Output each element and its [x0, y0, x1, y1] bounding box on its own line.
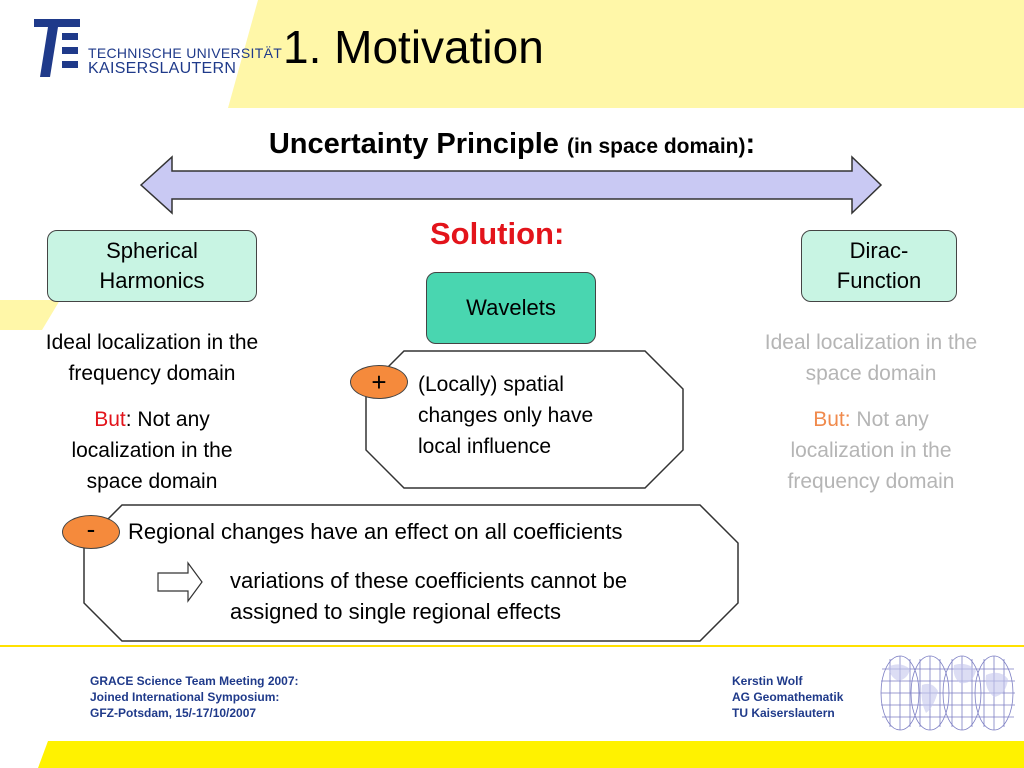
- spherical-harmonics-box: Spherical Harmonics: [47, 230, 257, 302]
- subtitle-main: Uncertainty Principle: [268, 128, 559, 160]
- implies-text-line-1: variations of these coefficients cannot …: [230, 568, 628, 593]
- subtitle: Uncertainty Principle (in space domain):: [0, 128, 1024, 161]
- wavelets-box: Wavelets: [426, 272, 596, 344]
- footer-right-line-2: AG Geomathematik: [732, 690, 844, 704]
- slide-title: 1. Motivation: [283, 21, 544, 73]
- subtitle-colon: :: [745, 128, 756, 160]
- solution-heading: Solution:: [430, 216, 565, 251]
- plus-badge-icon: +: [350, 365, 408, 399]
- center-box-label: Wavelets: [466, 295, 556, 320]
- footer-yellow-band: [38, 741, 1024, 768]
- plus-text-line-2: changes only have: [418, 404, 594, 427]
- left-but-line-2: localization in the: [71, 439, 233, 462]
- implies-text: variations of these coefficients cannot …: [230, 565, 710, 627]
- plus-text-line-1: (Locally) spatial: [418, 373, 564, 396]
- right-but-keyword: But:: [813, 408, 851, 431]
- double-headed-arrow: [139, 155, 883, 215]
- plus-text-line-3: local influence: [418, 435, 552, 458]
- left-desc-line-2: frequency domain: [68, 362, 236, 385]
- university-logo-icon: [34, 19, 80, 77]
- footer-left-line-1: GRACE Science Team Meeting 2007:: [90, 674, 299, 688]
- right-desc-line-2: space domain: [805, 362, 937, 385]
- logo-line-1: TECHNISCHE UNIVERSITÄT: [88, 45, 283, 61]
- left-desc-line-1: Ideal localization in the: [45, 331, 259, 354]
- left-box-line-2: Harmonics: [99, 268, 205, 293]
- footer-left-line-3: GFZ-Potsdam, 15/-17/10/2007: [90, 706, 257, 720]
- left-but-keyword: But: [94, 408, 126, 431]
- right-description: Ideal localization in the space domain: [731, 327, 1011, 389]
- right-but-statement: But: Not any localization in the frequen…: [731, 404, 1011, 497]
- minus-badge-label: -: [86, 514, 96, 544]
- left-yellow-strip: [0, 300, 60, 330]
- footer-conference-info: GRACE Science Team Meeting 2007: Joined …: [90, 673, 299, 721]
- implies-arrow-icon: [157, 561, 203, 603]
- left-box-line-1: Spherical: [106, 238, 198, 263]
- implies-text-line-2: assigned to single regional effects: [230, 599, 562, 624]
- right-box-line-1: Dirac-: [849, 238, 909, 263]
- plus-octagon-callout: [365, 350, 684, 489]
- header-yellow-band: [228, 0, 1024, 108]
- footer-left-line-2: Joined International Symposium:: [90, 690, 280, 704]
- plus-badge-label: +: [371, 367, 387, 397]
- right-but-rest: Not any: [850, 408, 929, 431]
- right-but-line-3: frequency domain: [787, 470, 955, 493]
- right-desc-line-1: Ideal localization in the: [764, 331, 978, 354]
- logo-line-2: KAISERSLAUTERN: [88, 60, 237, 77]
- minus-octagon-callout: [83, 504, 739, 642]
- right-box-line-2: Function: [836, 268, 922, 293]
- minus-badge-icon: -: [62, 515, 120, 549]
- subtitle-qualifier: (in space domain): [566, 135, 746, 158]
- footer-author-info: Kerstin Wolf AG Geomathematik TU Kaisers…: [732, 673, 843, 721]
- left-description: Ideal localization in the frequency doma…: [12, 327, 292, 389]
- minus-callout-text: Regional changes have an effect on all c…: [128, 519, 623, 544]
- world-map-icon: [880, 655, 1015, 731]
- footer-right-line-3: TU Kaiserslautern: [732, 706, 835, 720]
- left-but-line-3: space domain: [86, 470, 218, 493]
- plus-callout-text: (Locally) spatial changes only have loca…: [418, 369, 668, 462]
- left-but-rest: : Not any: [125, 408, 210, 431]
- footer-right-line-1: Kerstin Wolf: [732, 674, 803, 688]
- university-logo-text: TECHNISCHE UNIVERSITÄT KAISERSLAUTERN: [88, 45, 282, 77]
- left-but-statement: But: Not any localization in the space d…: [12, 404, 292, 497]
- dirac-function-box: Dirac- Function: [801, 230, 957, 302]
- right-but-line-2: localization in the: [790, 439, 952, 462]
